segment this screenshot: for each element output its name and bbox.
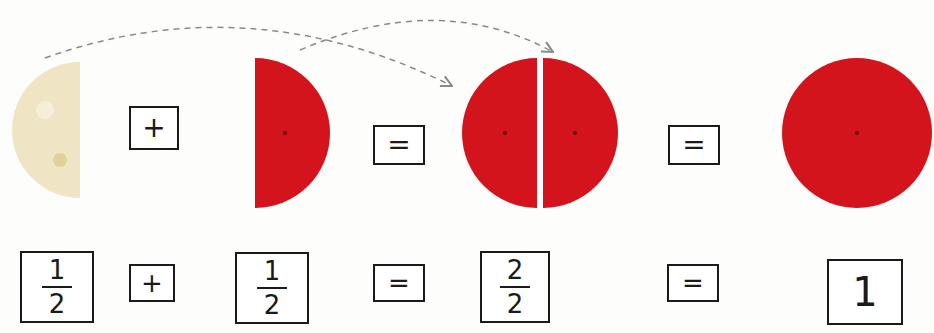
symbol-box: 1	[827, 259, 903, 325]
symbol-box: +	[129, 264, 175, 302]
center-dot	[503, 131, 507, 135]
fraction-bar	[257, 287, 287, 289]
center-dot	[573, 131, 577, 135]
pale-half-circle	[12, 62, 80, 198]
numerator: 1	[264, 258, 281, 284]
box-text: =	[388, 270, 410, 296]
text-stack: +	[141, 270, 163, 296]
fraction-bar	[42, 286, 72, 288]
box-text: =	[682, 270, 704, 296]
center-dot	[283, 131, 287, 135]
symbol-box: =	[668, 125, 720, 165]
red-half-circle	[543, 58, 618, 208]
dashed-arrow	[300, 20, 553, 52]
fraction-bar	[500, 286, 530, 288]
symbol-box: =	[373, 125, 425, 165]
box-text: +	[141, 270, 163, 296]
box-text: =	[387, 131, 410, 159]
text-stack: 1	[852, 272, 877, 312]
text-stack: 22	[500, 257, 530, 317]
symbol-box: +	[129, 106, 179, 150]
paper-texture	[53, 153, 67, 167]
fraction-box: 12	[20, 251, 94, 323]
symbol-box: =	[373, 264, 425, 302]
red-half-circle	[255, 58, 330, 208]
text-stack: =	[682, 131, 705, 159]
red-half-circle	[462, 58, 537, 208]
numerator: 1	[49, 257, 66, 283]
numerator: 2	[507, 257, 524, 283]
dashed-arrow	[45, 27, 452, 86]
text-stack: +	[142, 114, 165, 142]
box-text: =	[682, 131, 705, 159]
denominator: 2	[49, 291, 66, 317]
box-text: +	[142, 114, 165, 142]
text-stack: =	[388, 270, 410, 296]
paper-texture	[36, 101, 54, 119]
symbol-box: =	[667, 264, 719, 302]
box-text: 1	[852, 272, 877, 312]
text-stack: 12	[42, 257, 72, 317]
fraction-box: 12	[235, 252, 309, 324]
red-full-circle	[782, 58, 932, 208]
center-dot	[855, 131, 859, 135]
fraction-box: 22	[480, 251, 550, 323]
text-stack: =	[387, 131, 410, 159]
denominator: 2	[264, 292, 281, 318]
denominator: 2	[507, 291, 524, 317]
text-stack: 12	[257, 258, 287, 318]
text-stack: =	[682, 270, 704, 296]
